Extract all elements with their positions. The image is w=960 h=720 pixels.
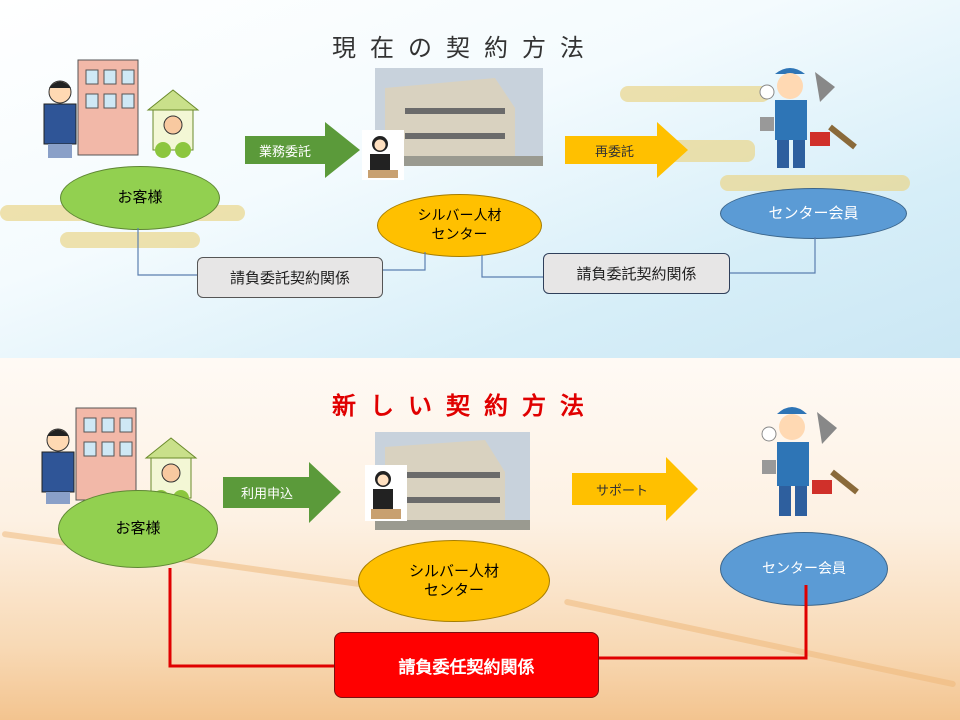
center-ellipse: シルバー人材センター bbox=[358, 540, 550, 622]
center-label-line2: センター bbox=[423, 581, 484, 599]
consign-arrow-label: 業務委託 bbox=[259, 144, 312, 160]
receptionist-icon bbox=[365, 465, 407, 521]
relation-box-left: 請負委託契約関係 bbox=[197, 257, 383, 298]
customer-illustration bbox=[41, 407, 198, 506]
apply-arrow: 利用申込 bbox=[223, 462, 341, 523]
receptionist-icon bbox=[362, 130, 404, 180]
current-title: 現在の契約方法 bbox=[332, 34, 598, 62]
customer-ellipse: お客様 bbox=[58, 490, 218, 568]
apply-arrow-label: 利用申込 bbox=[241, 487, 294, 502]
center-ellipse: シルバー人材センター bbox=[377, 194, 542, 257]
worker-illustration bbox=[759, 68, 857, 168]
worker-illustration bbox=[761, 407, 859, 516]
new-title: 新しい契約方法 bbox=[332, 392, 598, 420]
relation-box-new: 請負委任契約関係 bbox=[334, 632, 599, 698]
relation-box-right: 請負委託契約関係 bbox=[543, 253, 730, 294]
consign-arrow: 業務委託 bbox=[245, 122, 360, 178]
subcontract-arrow-label: 再委託 bbox=[595, 144, 635, 160]
decor bbox=[620, 86, 770, 102]
decor bbox=[60, 232, 200, 248]
center-label-line1: シルバー人材 bbox=[417, 208, 502, 225]
subcontract-arrow: 再委託 bbox=[565, 122, 688, 178]
center-label-line2: センター bbox=[431, 226, 488, 243]
decor bbox=[720, 175, 910, 191]
connector-lines-current bbox=[137, 228, 816, 278]
customer-illustration bbox=[43, 59, 200, 158]
center-label-line1: シルバー人材 bbox=[408, 561, 499, 580]
member-ellipse: センター会員 bbox=[720, 188, 907, 239]
support-arrow-label: サポート bbox=[596, 483, 649, 499]
member-ellipse: センター会員 bbox=[720, 532, 888, 606]
support-arrow: サポート bbox=[572, 457, 698, 521]
customer-ellipse: お客様 bbox=[60, 166, 220, 230]
